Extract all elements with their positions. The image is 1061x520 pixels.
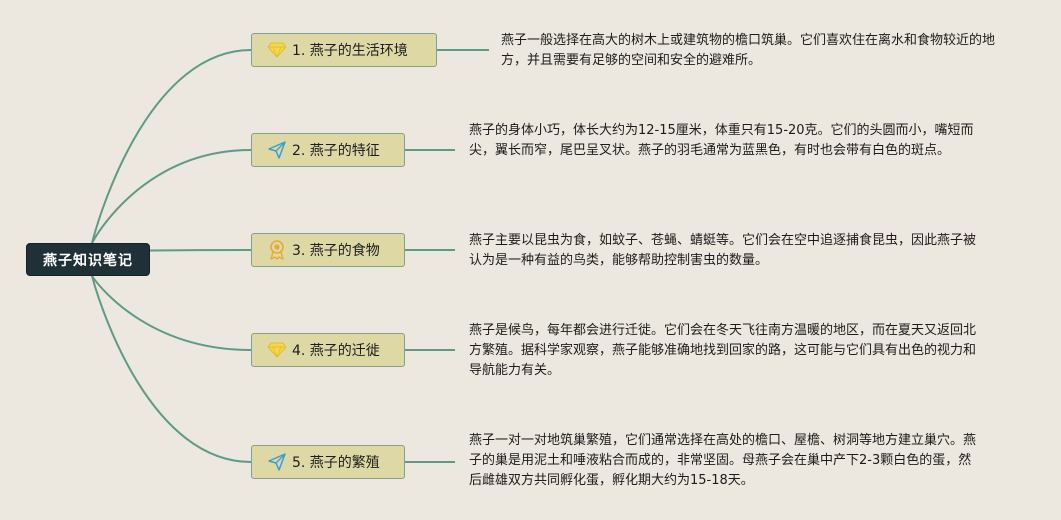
branch-connector <box>91 149 252 244</box>
topic-label: 1. 燕子的生活环境 <box>292 43 408 59</box>
topic-breeding-description: 燕子一对一对地筑巢繁殖，它们通常选择在高处的檐口、屋檐、树洞等地方建立巢穴。燕子… <box>469 433 977 488</box>
topic-features[interactable]: 2. 燕子的特征 <box>251 133 405 167</box>
topic-food-description: 燕子主要以昆虫为食，如蚊子、苍蝇、蜻蜓等。它们会在空中追逐捕食昆虫，因此燕子被认… <box>469 233 977 268</box>
gem-icon <box>266 339 288 361</box>
paper-plane-icon <box>266 139 288 161</box>
topic-label: 2. 燕子的特征 <box>292 143 380 159</box>
topic-breeding[interactable]: 5. 燕子的繁殖 <box>251 445 405 479</box>
award-medal-icon <box>266 239 288 261</box>
root-topic-label: 燕子知识笔记 <box>43 252 133 269</box>
topic-environment[interactable]: 1. 燕子的生活环境 <box>251 33 437 67</box>
branch-connector <box>91 275 252 463</box>
topic-environment-description: 燕子一般选择在高大的树木上或建筑物的檐口筑巢。它们喜欢住在离水和食物较近的地方，… <box>501 33 996 68</box>
topic-features-description: 燕子的身体小巧，体长大约为12-15厘米，体重只有15-20克。它们的头圆而小，… <box>469 123 974 158</box>
topic-food[interactable]: 3. 燕子的食物 <box>251 233 405 267</box>
topic-migration[interactable]: 4. 燕子的迁徙 <box>251 333 405 367</box>
topic-migration-description: 燕子是候鸟，每年都会进行迁徙。它们会在冬天飞往南方温暖的地区，而在夏天又返回北方… <box>469 323 977 378</box>
root-topic[interactable]: 燕子知识笔记 <box>26 243 150 276</box>
gem-icon <box>266 39 288 61</box>
paper-plane-icon <box>266 451 288 473</box>
branch-connector <box>91 49 252 244</box>
topic-label: 3. 燕子的食物 <box>292 243 380 259</box>
topic-label: 5. 燕子的繁殖 <box>292 455 380 471</box>
topic-label: 4. 燕子的迁徙 <box>292 343 380 359</box>
branch-connector <box>91 275 252 351</box>
